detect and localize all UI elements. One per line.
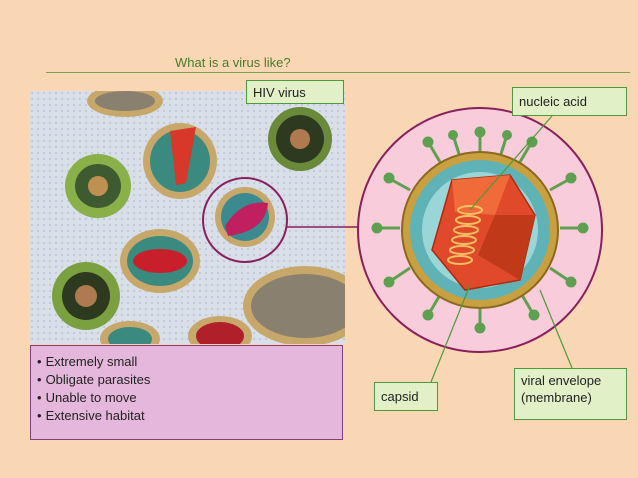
virion-micrograph-2 <box>268 107 332 171</box>
virion-micrograph-5 <box>120 229 200 293</box>
list-item: Obligate parasites <box>37 371 336 389</box>
virion-micrograph-7 <box>243 266 345 344</box>
viral-envelope-pointer <box>539 289 573 369</box>
highlight-circle <box>202 177 288 263</box>
virion-micrograph-9 <box>100 321 160 344</box>
virus-facts-box: Extremely small Obligate parasites Unabl… <box>30 345 343 440</box>
virion-micrograph-8 <box>188 316 252 344</box>
virion-micrograph-4 <box>215 187 275 247</box>
nucleic-acid-pointer <box>469 115 553 211</box>
hiv-virus-label: HIV virus <box>246 80 344 104</box>
capsid-pointer <box>430 284 471 383</box>
viral-envelope-label-line2: (membrane) <box>521 390 592 405</box>
list-item: Extensive habitat <box>37 407 336 425</box>
virus-micrograph <box>30 91 345 344</box>
viral-envelope-label-line1: viral envelope <box>521 373 602 388</box>
virion-micrograph-3 <box>65 154 131 218</box>
list-item: Unable to move <box>37 389 336 407</box>
nucleic-acid-label: nucleic acid <box>512 87 627 116</box>
virion-micrograph-10 <box>87 91 163 117</box>
capsid-label: capsid <box>374 382 438 411</box>
virus-facts-list: Extremely small Obligate parasites Unabl… <box>37 353 336 425</box>
slide-title: What is a virus like? <box>175 55 291 70</box>
title-divider <box>46 72 630 73</box>
viral-envelope-label: viral envelope (membrane) <box>514 368 627 420</box>
virion-micrograph-1 <box>143 123 217 199</box>
virion-micrograph-6 <box>52 262 120 330</box>
virion-illustration <box>371 126 589 334</box>
list-item: Extremely small <box>37 353 336 371</box>
